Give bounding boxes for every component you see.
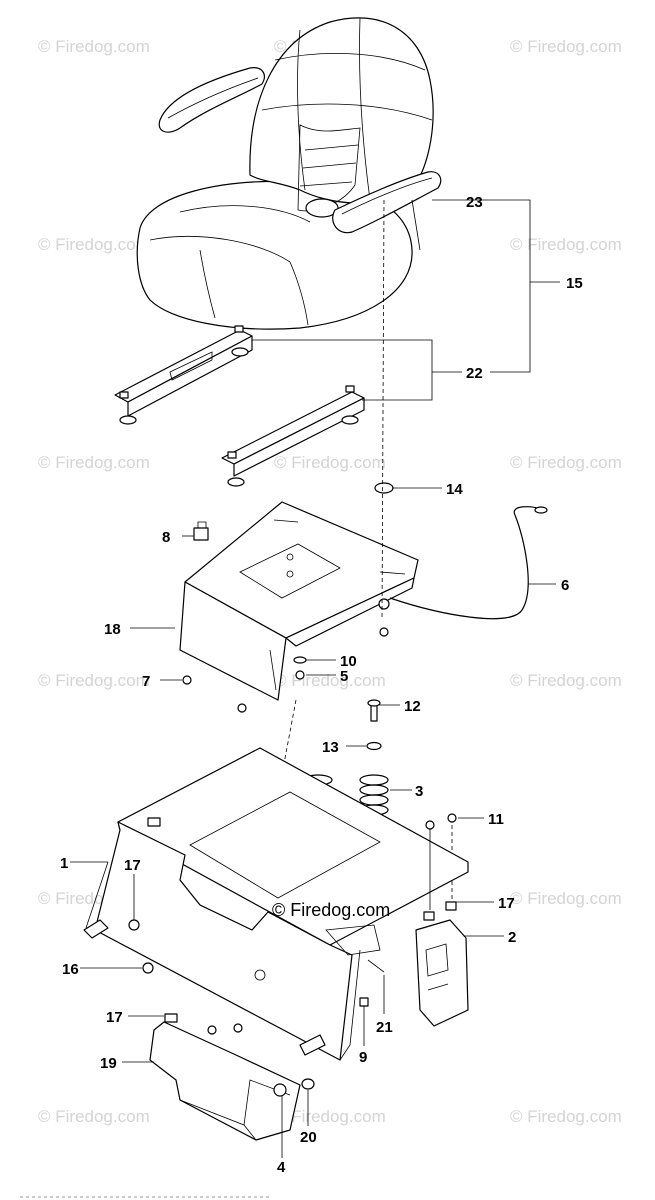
callout-16: 16 [62, 961, 79, 978]
callout-11: 11 [488, 811, 504, 828]
center-line [381, 199, 385, 621]
mounting-bracket [415, 813, 469, 1027]
watermark-text: © Firedog.com [274, 671, 386, 690]
callout-18: 17 [124, 857, 141, 874]
lower-bracket [149, 959, 385, 1141]
callout-21: 20 [300, 1129, 317, 1146]
watermark-text: © Firedog.com [274, 453, 386, 472]
brand-watermark: © Firedog.com [272, 900, 390, 920]
callout-3: 3 [415, 783, 423, 800]
callout-2: 2 [508, 929, 516, 946]
watermark-text: © Firedog.com [38, 671, 150, 690]
watermark-text: © Firedog.com [38, 1107, 150, 1126]
watermark-text: © Firedog.com [38, 453, 150, 472]
callout-20: 19 [100, 1055, 117, 1072]
callout-7: 7 [142, 673, 150, 690]
callout-17-right: 17 [498, 895, 515, 912]
callout-1: 1 [60, 855, 68, 872]
callout-5: 5 [340, 668, 348, 685]
seat-rails [114, 325, 365, 487]
callout-14: 14 [446, 481, 463, 498]
watermark-text: © Firedog.com [510, 671, 622, 690]
callout-13: 13 [322, 739, 339, 756]
watermark-text: © Firedog.com [38, 235, 150, 254]
watermark-text: © Firedog.com [510, 889, 622, 908]
watermark-text: © Firedog.com [510, 37, 622, 56]
base-frame [83, 747, 469, 1061]
watermark-text: © Firedog.com [510, 235, 622, 254]
leader-lines [70, 199, 560, 1158]
callout-10: 10 [340, 653, 357, 670]
watermark-text: © Firedog.com [510, 453, 622, 472]
watermark-text: © Firedog.com [274, 1107, 386, 1126]
callout-19: 18 [104, 621, 121, 638]
callout-24: 23 [466, 194, 483, 211]
watermark-text: © Firedog.com [38, 37, 150, 56]
callout-numbers: 23 15 22 14 8 6 18 10 7 5 12 13 3 11 1 1… [60, 194, 583, 1176]
callout-17-left: 17 [106, 1009, 123, 1026]
callout-9: 9 [359, 1049, 367, 1066]
callout-4: 4 [277, 1159, 286, 1176]
callout-8: 8 [162, 529, 170, 546]
seat-assembly [136, 17, 442, 330]
callout-12: 12 [404, 698, 421, 715]
callout-23: 22 [466, 365, 483, 382]
callout-15: 15 [566, 275, 583, 292]
callout-6: 6 [561, 577, 569, 594]
watermark-text: © Firedog.com [510, 1107, 622, 1126]
callout-22: 21 [376, 1019, 393, 1036]
harness-terminal [534, 506, 548, 514]
wire-harness [389, 506, 546, 620]
